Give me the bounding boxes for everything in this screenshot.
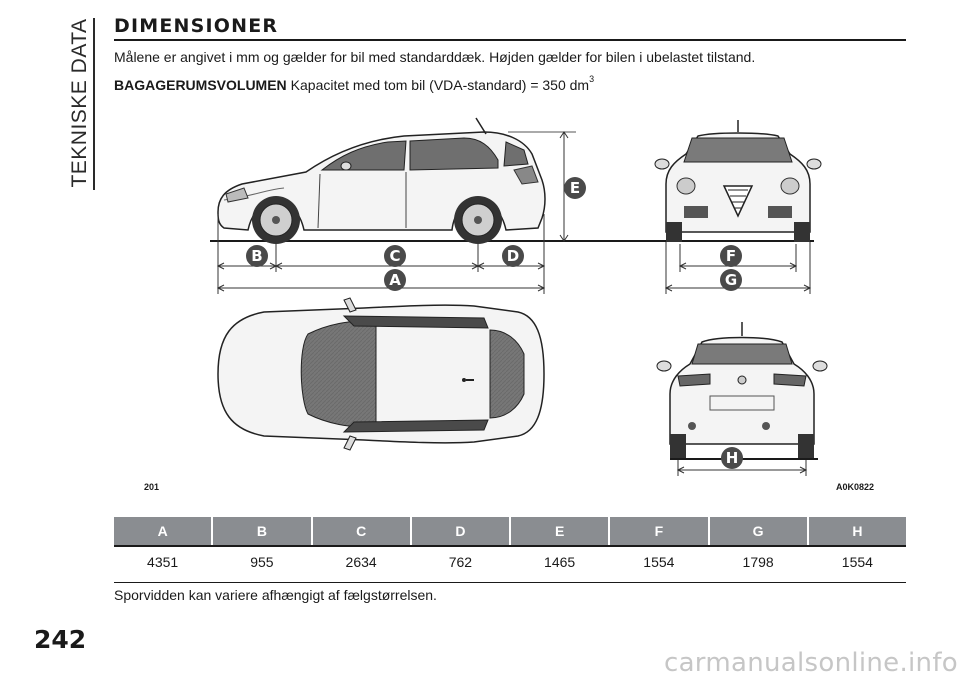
table-header-h: H <box>808 517 906 545</box>
table-header-row: A B C D E F G H <box>114 517 906 545</box>
table-header-f: F <box>610 517 708 545</box>
dimension-marker-b: B <box>246 245 268 267</box>
dimension-e-line <box>508 131 576 242</box>
table-cell-b: 955 <box>250 554 274 570</box>
svg-text:E: E <box>570 179 580 197</box>
dimension-marker-c: C <box>384 245 406 267</box>
svg-text:C: C <box>389 247 400 265</box>
table-cell-e: 1465 <box>544 554 576 570</box>
dimension-marker-a: A <box>384 269 406 291</box>
table-cell-g: 1798 <box>742 554 774 570</box>
section-tab: TEKNISKE DATA <box>58 12 98 190</box>
svg-text:F: F <box>726 247 736 265</box>
intro-text: Målene er angivet i mm og gælder for bil… <box>114 49 756 65</box>
svg-text:A: A <box>389 271 401 289</box>
table-cell-d: 762 <box>448 554 473 570</box>
svg-text:D: D <box>507 247 519 265</box>
dimension-marker-e: E <box>564 177 586 199</box>
table-header-rule <box>114 545 906 547</box>
page-number: 242 <box>34 625 87 654</box>
watermark: carmanualsonline.info <box>663 648 958 678</box>
front-view-car <box>654 120 822 242</box>
table-header-a: A <box>114 517 212 545</box>
dimension-marker-h: H <box>721 447 743 469</box>
svg-text:G: G <box>725 271 737 289</box>
footnote: Sporvidden kan variere afhængigt af fælg… <box>114 587 437 603</box>
dimension-marker-f: F <box>720 245 742 267</box>
side-dimension-lines <box>216 214 546 294</box>
table-header-c: C <box>312 517 410 545</box>
dimension-marker-g: G <box>720 269 742 291</box>
table-header-g: G <box>709 517 807 545</box>
cargo-volume-text: Kapacitet med tom bil (VDA-standard) = 3… <box>290 77 590 93</box>
table-header-e: E <box>511 517 609 545</box>
cargo-volume-superscript: 3 <box>589 74 595 84</box>
side-view-car <box>210 117 814 244</box>
section-title: DIMENSIONER <box>114 15 279 37</box>
table-header-d: D <box>411 517 509 545</box>
title-rule <box>114 39 906 41</box>
table-row: 4351 955 2634 762 1465 1554 1798 1554 <box>114 547 906 577</box>
table-bottom-rule <box>114 582 906 583</box>
rear-view-car <box>656 322 828 460</box>
svg-text:B: B <box>251 247 262 265</box>
table-cell-f: 1554 <box>643 554 675 570</box>
section-tab-rule <box>93 18 95 190</box>
svg-text:H: H <box>726 449 739 467</box>
dimension-marker-d: D <box>502 245 524 267</box>
figure-number: 201 <box>144 482 160 492</box>
section-tab-label: TEKNISKE DATA <box>68 18 91 188</box>
rear-dimension-lines <box>676 460 808 476</box>
cargo-volume-label: BAGAGERUMSVOLUMEN <box>114 77 287 93</box>
top-view-car <box>217 297 545 451</box>
dimensions-figure: A B C D E F G H <box>210 117 828 476</box>
table-cell-h: 1554 <box>841 554 873 570</box>
table-header-b: B <box>213 517 311 545</box>
dimensions-table: A B C D E F G H 4351 955 2634 762 1465 1… <box>114 517 906 583</box>
table-cell-a: 4351 <box>147 554 179 570</box>
table-cell-c: 2634 <box>345 554 377 570</box>
figure-code: A0K0822 <box>836 482 875 492</box>
